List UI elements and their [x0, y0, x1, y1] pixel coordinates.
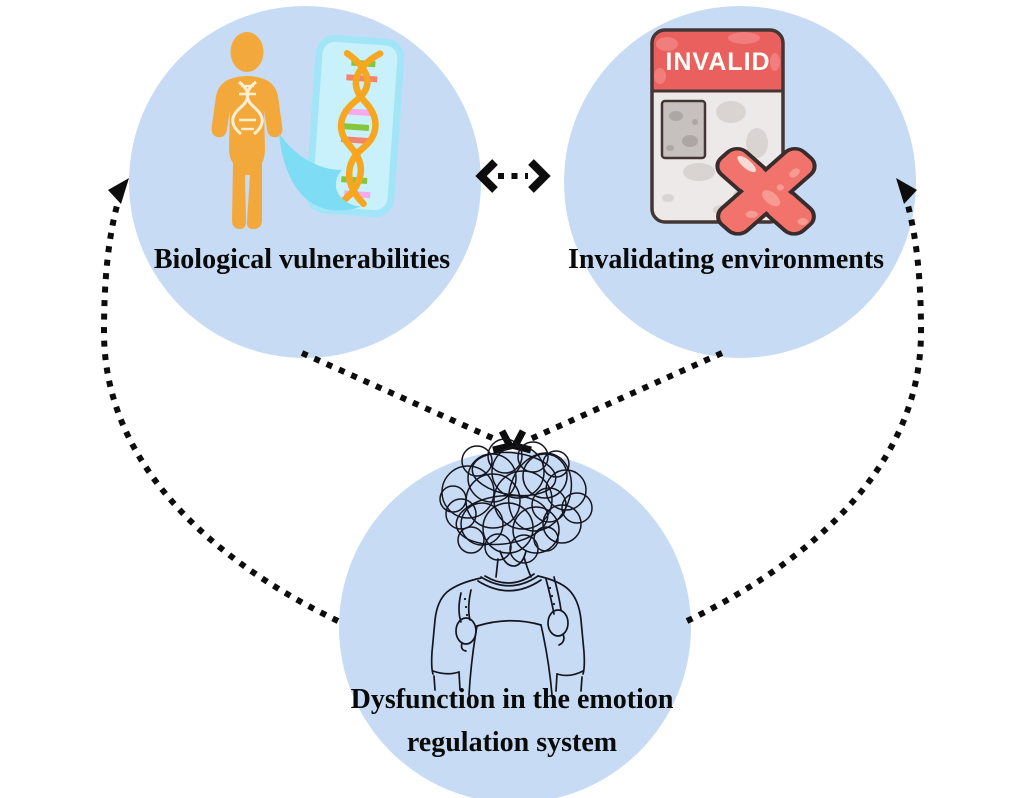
strap-stitch-dots [463, 586, 556, 617]
invalid-stamp-text: INVALID [665, 48, 770, 76]
swoosh-connector [279, 133, 362, 211]
header-texture-blobs [654, 32, 780, 84]
x-mark-icon [715, 146, 817, 236]
person-silhouette [211, 32, 283, 229]
document-header [652, 31, 783, 91]
node-label-biological: Biological vulnerabilities [154, 244, 450, 275]
dna-helix-strands [337, 50, 384, 208]
arrow-biological-to-dysfunction [300, 350, 516, 454]
person-dna-icon [211, 32, 405, 229]
inner-dna-icon [231, 80, 264, 136]
node-label-dysfunction-line2: regulation system [407, 727, 617, 758]
arrow-invalidating-to-dysfunction [509, 350, 724, 454]
node-label-dysfunction-line1: Dysfunction in the emotion [351, 684, 674, 715]
tangled-mind-person-icon [430, 438, 593, 696]
arrow-dysfunction-to-invalidating [685, 178, 925, 624]
arrow-dysfunction-to-biological [100, 178, 340, 624]
arrow-bidirectional [475, 159, 551, 193]
node-circle-dysfunction [339, 451, 691, 798]
document-photo-box [660, 99, 707, 160]
torso-line-art [430, 550, 586, 696]
scribble-head [439, 438, 593, 564]
invalid-document-icon: INVALID [650, 28, 817, 236]
node-label-invalidating: Invalidating environments [568, 244, 884, 275]
